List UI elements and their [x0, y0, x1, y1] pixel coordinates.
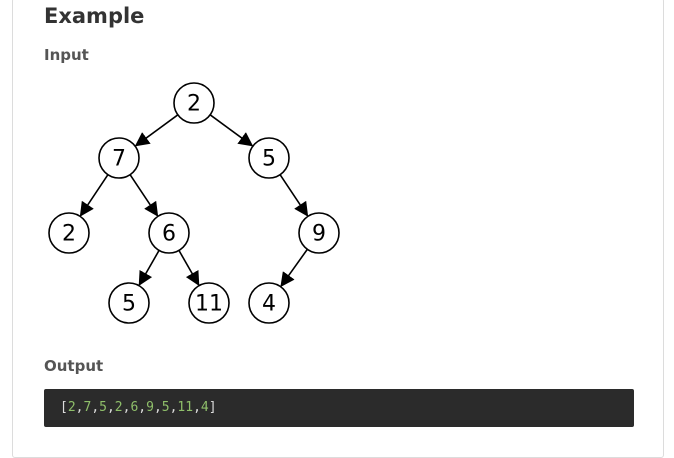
tree-node-label: 11: [195, 292, 223, 317]
code-separator: ,: [122, 400, 131, 415]
code-value: 5: [161, 400, 170, 415]
output-label: Output: [44, 357, 104, 375]
tree-edge-n5-n8: [280, 248, 309, 288]
code-value: 4: [200, 400, 209, 415]
tree-node-n7: 11: [188, 282, 230, 324]
tree-node-n0: 2: [173, 82, 215, 124]
tree-node-n4: 6: [148, 212, 190, 254]
section-title: Example: [44, 4, 145, 28]
code-value: 9: [146, 400, 154, 415]
code-separator: ,: [75, 400, 84, 415]
tree-edge-n2-n5: [279, 174, 309, 217]
tree-edge-n1-n3: [79, 174, 109, 217]
code-close-bracket: ]: [208, 400, 217, 415]
binary-tree-diagram: 2 7 5 2 6 9 5 11 4: [48, 82, 340, 324]
tree-node-n6: 5: [108, 282, 150, 324]
tree-node-label: 6: [162, 222, 176, 247]
tree-edge-n0-n2: [209, 114, 254, 147]
tree-node-circle: [98, 137, 140, 179]
tree-node-circle: [248, 282, 290, 324]
tree-node-n2: 5: [248, 137, 290, 179]
tree-node-circle: [48, 212, 90, 254]
code-value: 6: [130, 400, 139, 415]
code-value: 2: [114, 400, 123, 415]
tree-edge-n4-n6: [138, 249, 160, 287]
tree-node-label: 9: [312, 222, 326, 247]
tree-node-n5: 9: [298, 212, 340, 254]
tree-node-circle: [173, 82, 215, 124]
tree-node-circle: [108, 282, 150, 324]
tree-node-label: 5: [122, 292, 136, 317]
tree-node-circle: [248, 137, 290, 179]
tree-node-label: 7: [112, 147, 126, 172]
code-separator: ,: [106, 400, 115, 415]
tree-node-label: 2: [187, 92, 201, 117]
tree-node-n3: 2: [48, 212, 90, 254]
output-code-block: [2,7,5,2,6,9,5,11,4]: [44, 389, 634, 427]
tree-node-circle: [188, 282, 230, 324]
input-label: Input: [44, 46, 89, 64]
code-separator: ,: [169, 400, 178, 415]
code-separator: ,: [153, 400, 162, 415]
tree-node-circle: [148, 212, 190, 254]
code-value: 7: [83, 400, 92, 415]
tree-node-n1: 7: [98, 137, 140, 179]
tree-node-n8: 4: [248, 282, 290, 324]
tree-edge-n1-n4: [129, 174, 159, 217]
code-separator: ,: [91, 400, 100, 415]
code-value: 2: [67, 400, 76, 415]
tree-edge-n4-n7: [178, 249, 200, 287]
code-separator: ,: [193, 400, 201, 415]
code-value: 11: [177, 400, 194, 415]
tree-node-circle: [298, 212, 340, 254]
code-open-bracket: [: [60, 400, 68, 415]
tree-edge-n0-n1: [134, 114, 179, 147]
tree-node-label: 4: [262, 292, 276, 317]
tree-node-label: 2: [62, 222, 76, 247]
tree-node-label: 5: [262, 147, 276, 172]
code-separator: ,: [138, 400, 147, 415]
code-value: 5: [99, 400, 107, 415]
